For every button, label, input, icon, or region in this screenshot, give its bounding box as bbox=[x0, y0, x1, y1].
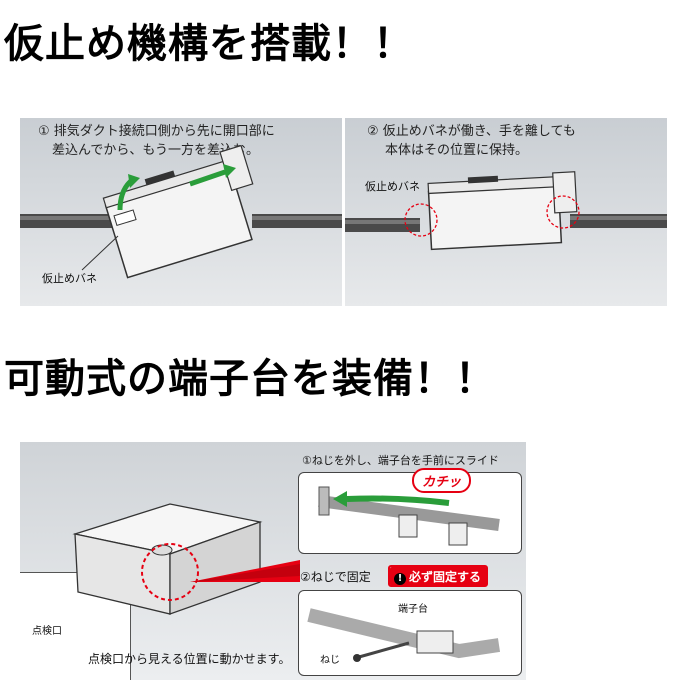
label-spring-step2: 仮止めバネ bbox=[365, 180, 420, 193]
step2-text: ②ねじで固定 bbox=[300, 570, 371, 584]
must-fix-badge: !必ず固定する bbox=[390, 567, 488, 586]
step1-text: ①ねじを外し、端子台を手前にスライド bbox=[302, 454, 499, 467]
detail-box-slide bbox=[298, 472, 522, 554]
label-screw: ねじ bbox=[320, 655, 340, 666]
warning-icon: ! bbox=[394, 573, 406, 585]
heading-movable-terminal: 可動式の端子台を装備！！ bbox=[4, 355, 496, 402]
illustration-terminal: 点検口 点検口から見える位置に動かせます。 ①ねじを外し、端子台を手前にスライド… bbox=[20, 442, 526, 680]
label-inspection: 点検口 bbox=[32, 626, 62, 637]
unit-held-drawing bbox=[345, 171, 667, 251]
caption-step2-line2: 本体はその位置に保持。 bbox=[385, 143, 529, 158]
unit-insertion-drawing bbox=[20, 144, 342, 279]
caption-step2-line1: ② 仮止めバネが働き、手を離しても bbox=[367, 124, 576, 139]
caption-step1-line1: ① 排気ダクト接続口側から先に開口部に bbox=[38, 124, 275, 139]
heading-temporary-fixing: 仮止め機構を搭載！！ bbox=[4, 20, 414, 67]
caption-step1-line2: 差込んでから、もう一方を差込む。 bbox=[52, 143, 259, 158]
unit-terminal-drawing bbox=[72, 503, 300, 615]
detail-box-screw bbox=[298, 590, 522, 676]
label-spring-step1: 仮止めバネ bbox=[42, 272, 97, 285]
illustration-step2: ② 仮止めバネが働き、手を離しても 本体はその位置に保持。 仮止めバネ bbox=[345, 118, 667, 306]
illustration-step1: ① 排気ダクト接続口側から先に開口部に 差込んでから、もう一方を差込む。 仮止め… bbox=[20, 118, 342, 306]
label-terminal: 端子台 bbox=[398, 604, 428, 615]
bottom-text: 点検口から見える位置に動かせます。 bbox=[88, 652, 291, 666]
must-fix-text: 必ず固定する bbox=[409, 570, 482, 584]
click-bubble: カチッ bbox=[412, 468, 472, 493]
